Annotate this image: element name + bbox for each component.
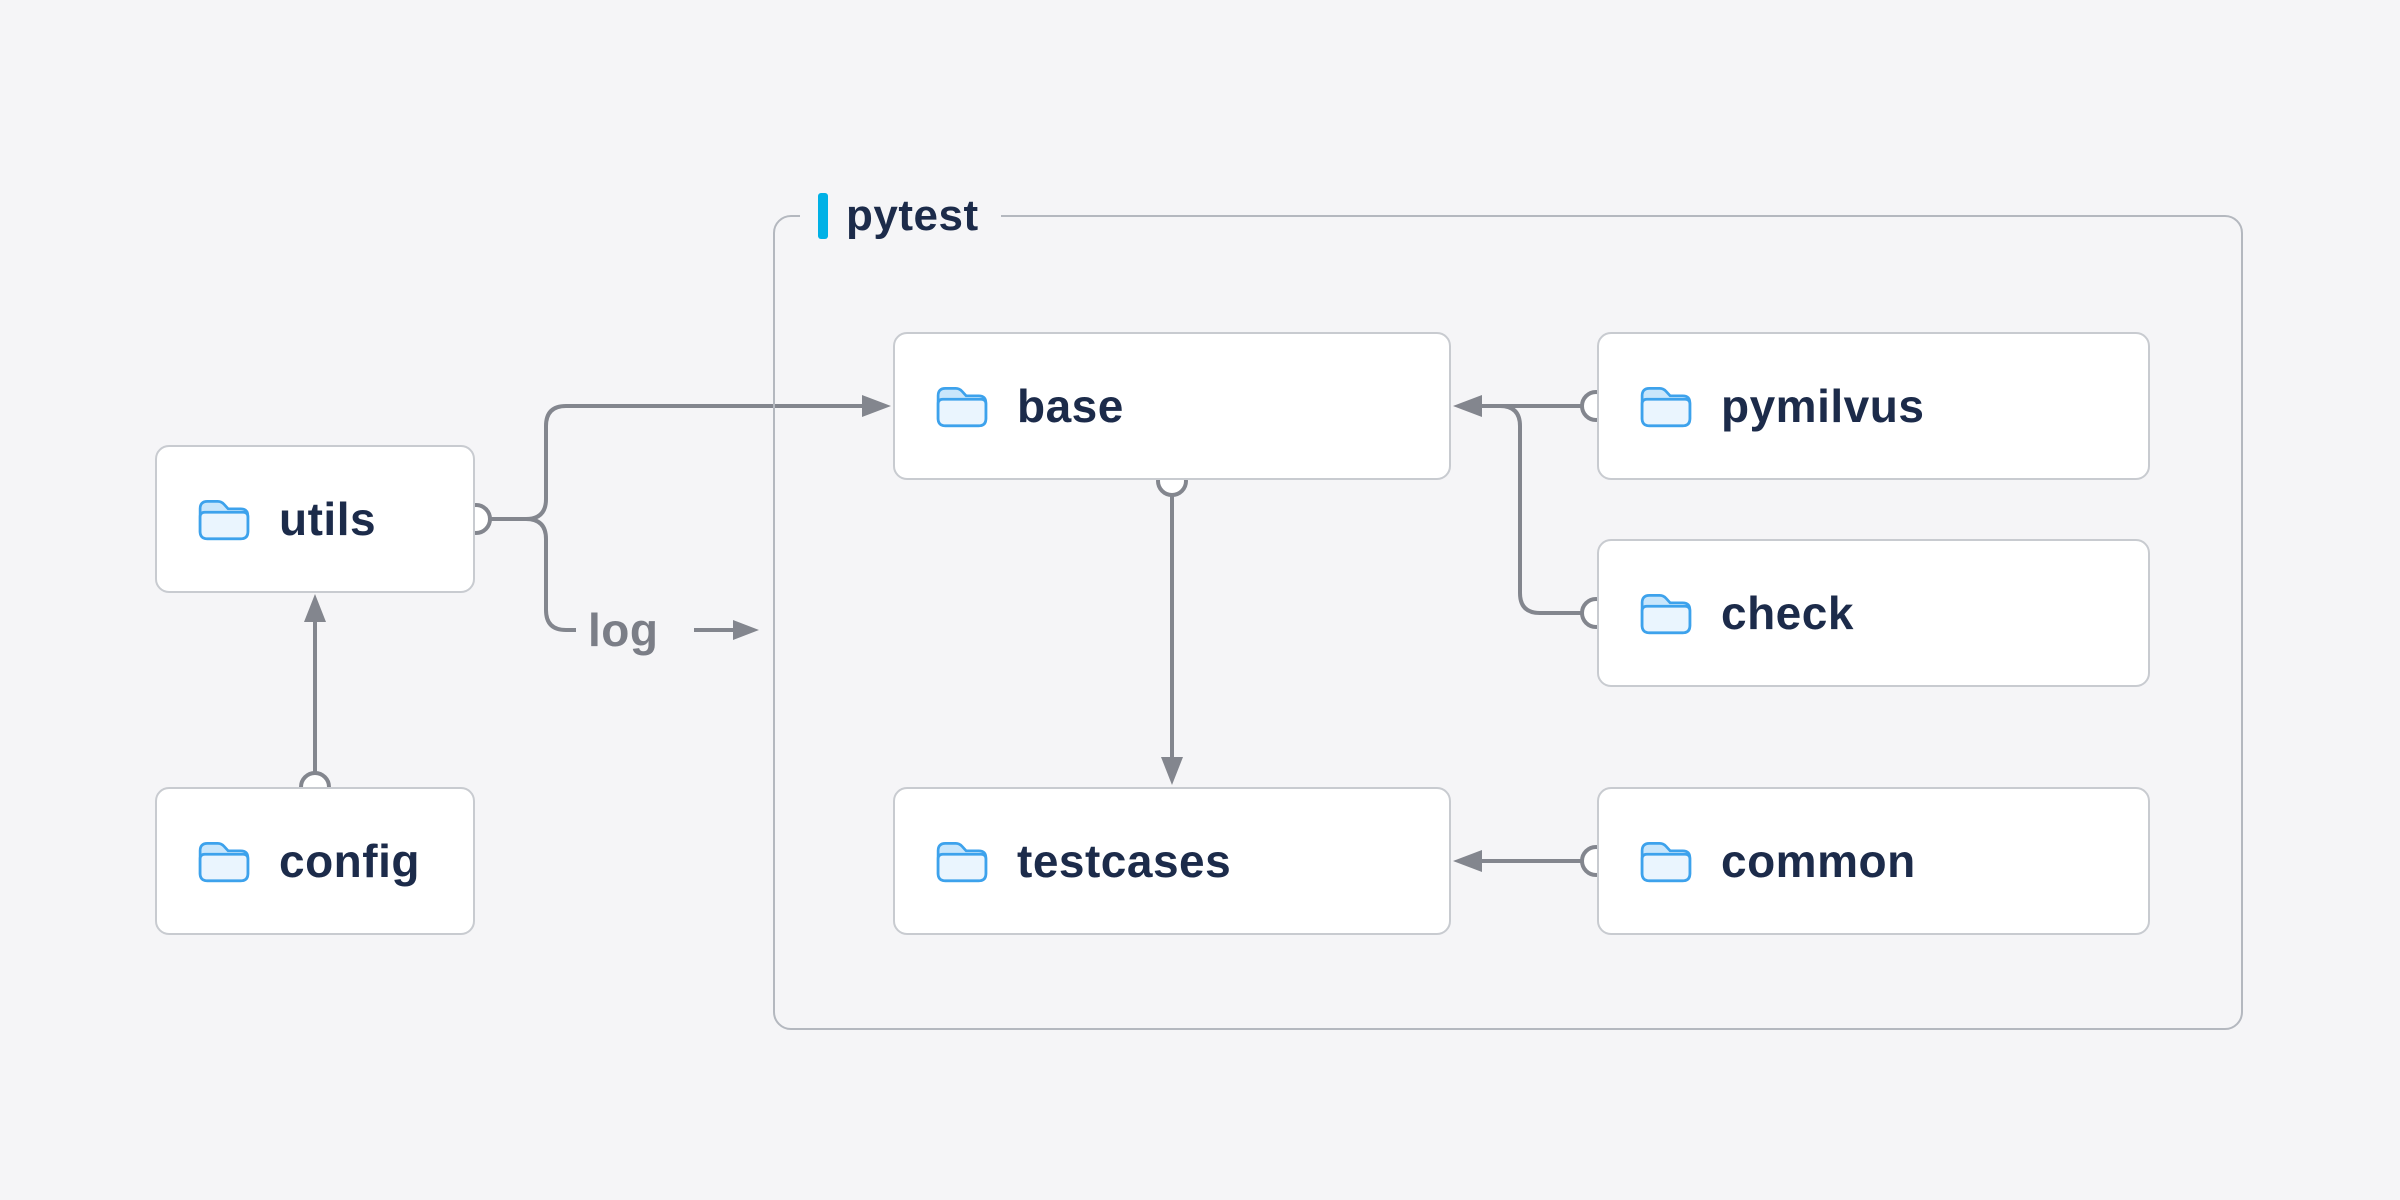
log-arrowhead — [733, 620, 759, 640]
folder-icon — [1640, 841, 1692, 883]
log-edge-label: log — [588, 604, 659, 656]
edge-utils-log — [525, 517, 576, 632]
node-label-common: common — [1721, 835, 1916, 887]
folder-icon — [1640, 386, 1692, 428]
pytest-group-title: pytest — [846, 191, 979, 240]
node-label-utils: utils — [279, 493, 377, 545]
pytest-group-label: pytest — [800, 189, 1001, 243]
folder-icon — [198, 841, 250, 883]
node-testcases: testcases — [893, 787, 1451, 935]
node-label-base: base — [1017, 380, 1124, 432]
node-label-check: check — [1721, 587, 1854, 639]
folder-icon — [1640, 593, 1692, 635]
node-pymilvus: pymilvus — [1597, 332, 2150, 480]
pytest-group-box — [773, 215, 2243, 1030]
node-base: base — [893, 332, 1451, 480]
node-label-config: config — [279, 835, 420, 887]
accent-bar-icon — [818, 193, 828, 239]
node-check: check — [1597, 539, 2150, 687]
folder-icon — [936, 386, 988, 428]
folder-icon — [198, 499, 250, 541]
arrowhead-config-utils — [304, 594, 326, 622]
node-label-testcases: testcases — [1017, 835, 1232, 887]
node-utils: utils — [155, 445, 475, 593]
node-label-pymilvus: pymilvus — [1721, 380, 1925, 432]
node-common: common — [1597, 787, 2150, 935]
node-config: config — [155, 787, 475, 935]
folder-icon — [936, 841, 988, 883]
